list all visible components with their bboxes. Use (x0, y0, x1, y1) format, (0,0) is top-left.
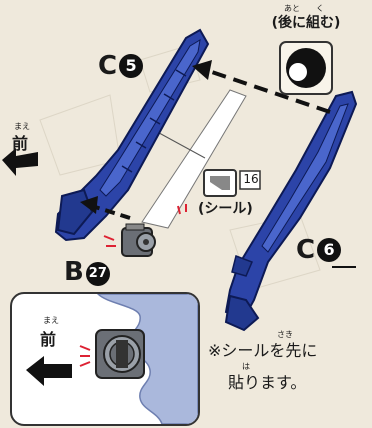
inset-front-ruby: まえ (43, 316, 59, 325)
part-b27-letter: B (64, 257, 84, 287)
part-c5-number: 5 (119, 54, 144, 78)
sticker-icon (203, 169, 261, 197)
part-c5-letter: C (98, 51, 118, 81)
note-line1-ruby: さき (277, 330, 293, 339)
detail-inset: まえ 前 (10, 292, 200, 426)
note-line2: 貼ります。 (228, 373, 307, 392)
sticker-strip (141, 89, 247, 229)
front-label-top: 前 (12, 134, 29, 153)
part-c6-shape (224, 90, 358, 332)
note-line1: ※シールを先に (208, 341, 318, 360)
assemble-later-label: (後に組む) (271, 15, 341, 31)
inset-front-label: 前 (40, 330, 57, 349)
sticker-number: 16 (243, 172, 259, 186)
part-c6-letter: C (296, 235, 316, 265)
assemble-later-icon (279, 41, 333, 95)
part-c5-shape (54, 28, 210, 242)
front-ruby-top: まえ (14, 122, 30, 131)
front-arrow-inset (26, 356, 72, 386)
note-line2-ruby: は (242, 362, 250, 371)
inset-illustration (26, 294, 198, 424)
front-arrow-top (2, 148, 38, 176)
part-c6-number: 6 (317, 238, 342, 262)
highlight-marks (103, 204, 187, 247)
part-c6-underline (332, 266, 356, 268)
part-b27-number: 27 (85, 262, 110, 286)
assemble-later-ruby: あと く (284, 4, 324, 13)
part-b27-shape (121, 223, 156, 257)
sticker-label: (シール) (198, 201, 253, 217)
